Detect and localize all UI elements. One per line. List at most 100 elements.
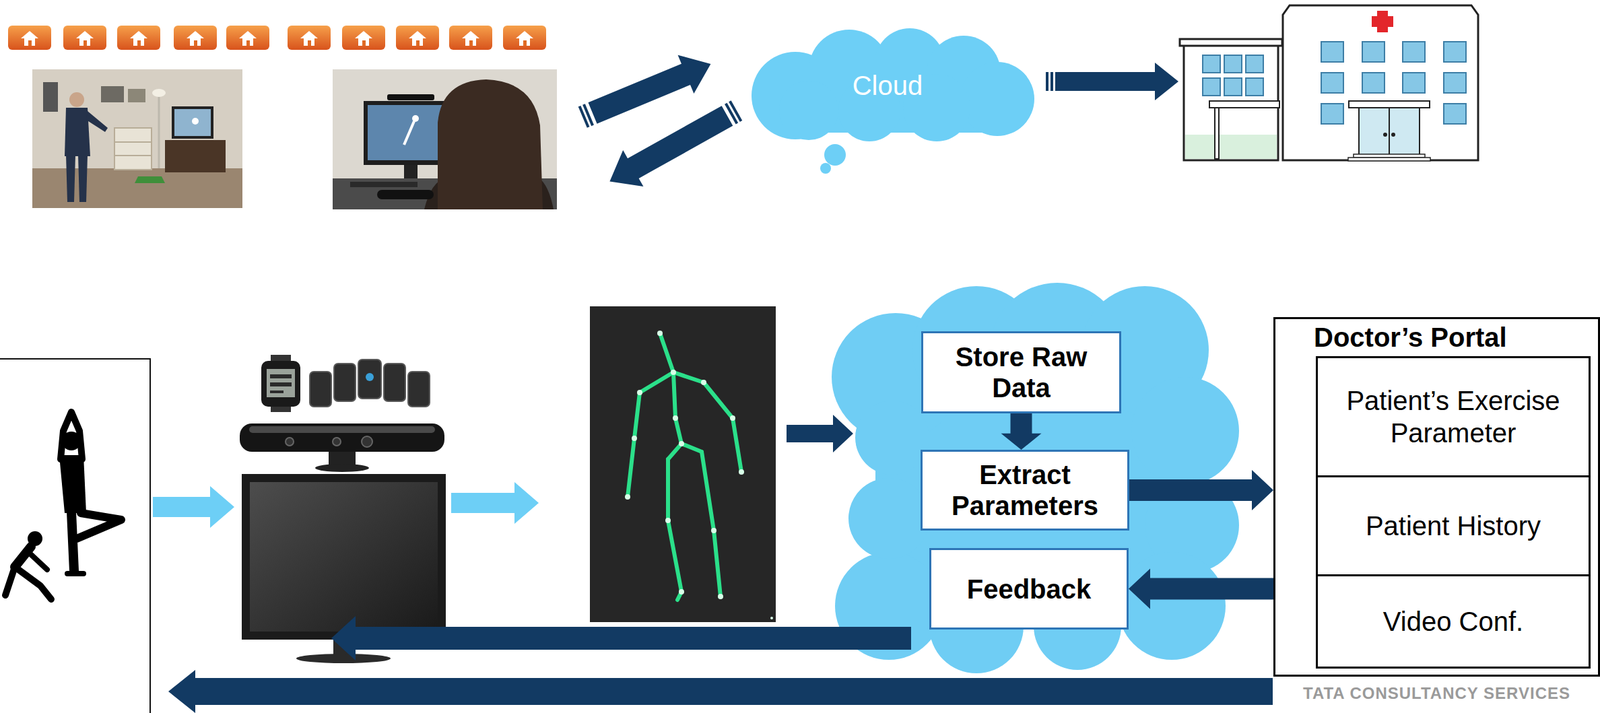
wearable-sensors [334, 363, 356, 402]
monitor [249, 482, 438, 632]
home-photo [69, 92, 85, 108]
home-photo [32, 69, 243, 209]
kinect-sensor [332, 437, 341, 446]
cloud-shape [1117, 552, 1226, 660]
hospital [1383, 132, 1388, 137]
home-icons [173, 25, 217, 50]
home-photo [32, 69, 243, 209]
cloud-to-hospital-arrow [1045, 62, 1179, 101]
cloud-shape [848, 478, 930, 559]
skeleton-image [672, 415, 679, 421]
cloud-shape [855, 400, 930, 475]
home-icons [395, 25, 440, 50]
exercise-panel [5, 567, 15, 596]
exercise-panel [26, 550, 48, 570]
home-icons [449, 25, 493, 50]
hospital [1443, 103, 1466, 124]
node-label: Video Conf. [1383, 605, 1524, 638]
node-label: Extract Parameters [934, 459, 1116, 522]
skeleton-image [631, 435, 638, 442]
home-photo [404, 121, 415, 145]
wearable-sensors [270, 374, 292, 379]
exercise-panel [27, 531, 43, 547]
hospital [1321, 72, 1344, 93]
home-photo [404, 164, 418, 179]
wearable-sensors [270, 390, 284, 394]
input-arrows [152, 486, 235, 528]
exercise-panel [14, 567, 52, 600]
home-photo [101, 86, 124, 103]
wearable-sensors [365, 373, 374, 382]
home-photo [174, 109, 211, 137]
exercise-panel [67, 571, 84, 577]
hospital [1388, 107, 1390, 155]
hospital [1185, 134, 1277, 159]
skeleton-image [657, 330, 663, 337]
cloud-node: Cloud [734, 28, 1041, 143]
home-photo [350, 181, 418, 188]
hospital [1209, 101, 1280, 108]
portal-cell: Patient History [1315, 475, 1591, 577]
monitor [241, 474, 446, 640]
skeleton-image [589, 306, 776, 623]
skeleton-image [668, 459, 682, 600]
hospital [1362, 41, 1385, 62]
flow-arrow [1129, 470, 1274, 511]
monitor [296, 653, 391, 664]
home-icons [8, 25, 52, 50]
skeleton-image [703, 382, 742, 473]
home-photo [65, 154, 76, 203]
home-photo [158, 94, 161, 169]
exercise-panel [59, 455, 87, 514]
input-arrows [451, 482, 539, 524]
cloud-shape [1131, 377, 1240, 485]
skeleton-image [639, 372, 704, 393]
home-icons [503, 25, 547, 50]
exercise-panel [5, 412, 122, 600]
skeleton-image [729, 415, 736, 421]
exercise-panel [61, 431, 81, 451]
wearable-sensors [266, 369, 295, 398]
return-arrow [168, 670, 1273, 713]
hospital [1443, 41, 1466, 62]
portal-panel: Doctor’s PortalPatient’s Exercise Parame… [1273, 317, 1600, 677]
skeleton-image [637, 389, 643, 396]
hospital [1214, 107, 1219, 159]
skeleton-image [678, 589, 685, 595]
home-icons [8, 25, 547, 50]
hospital [1402, 72, 1425, 93]
hospital [1371, 16, 1394, 27]
cloud-to-hospital-arrow [1045, 72, 1049, 91]
panel-heading: Doctor’s Portal [1313, 321, 1598, 353]
hospital [1358, 107, 1420, 155]
home-photo [134, 176, 165, 184]
hospital [1202, 55, 1264, 96]
exercise-panel [76, 513, 122, 539]
cloud-shape [779, 80, 839, 141]
hospital [1202, 78, 1221, 96]
wearable-sensors [358, 359, 382, 399]
skeleton-image [627, 333, 742, 600]
home-photo [114, 141, 152, 143]
kinect-sensor [239, 423, 445, 473]
home-photo [171, 106, 214, 139]
kinect-sensor [285, 437, 294, 446]
process-box: Feedback [929, 548, 1129, 630]
sync-arrows [599, 92, 747, 200]
skeleton-image [738, 469, 745, 475]
hospital [1179, 39, 1283, 46]
home-icons [287, 25, 331, 50]
flow-arrow [1001, 413, 1042, 450]
kinect-sensor [315, 463, 370, 473]
hospital [1245, 55, 1264, 73]
cloud-tail [824, 144, 846, 166]
hospital [1391, 132, 1396, 137]
hospital [1202, 55, 1221, 73]
hospital [1224, 55, 1242, 73]
cloud-to-hospital-arrow [1055, 62, 1179, 101]
skeleton-image [659, 333, 682, 444]
data-upload-arrow [786, 414, 854, 453]
kinect-sensor [249, 426, 436, 433]
hospital [1245, 78, 1264, 96]
hospital [1179, 5, 1479, 161]
